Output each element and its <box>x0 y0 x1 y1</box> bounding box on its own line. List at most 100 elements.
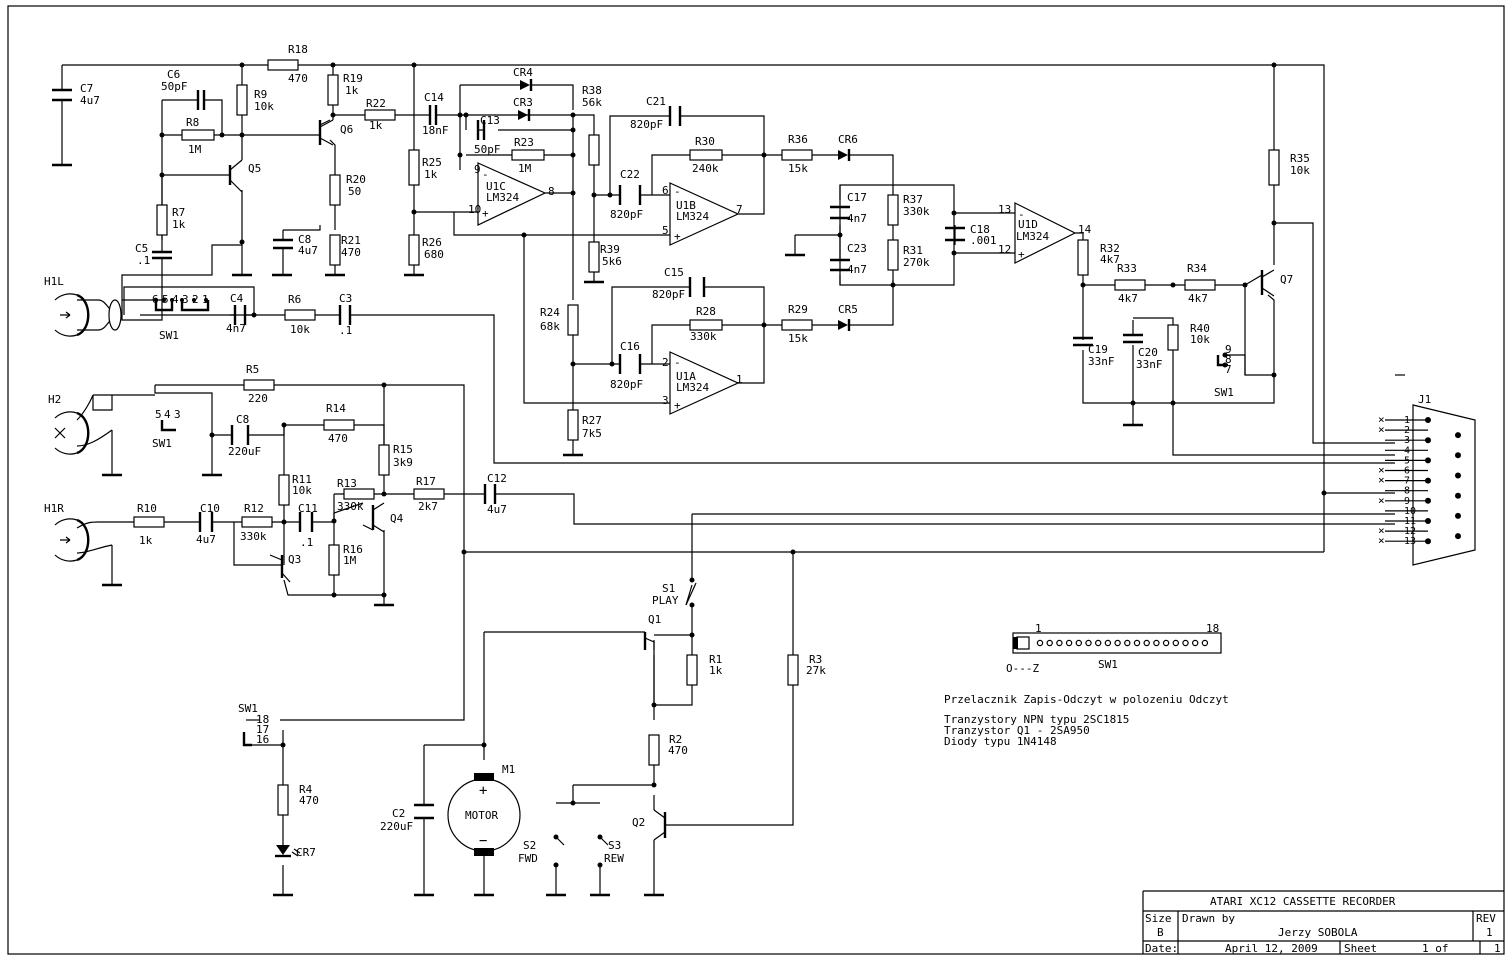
label-u1b: U1B <box>676 199 696 212</box>
ref-c23: C23 <box>847 242 867 255</box>
sw1-drawing-pin <box>1172 639 1180 647</box>
pin-pin_3: 3 <box>662 394 669 407</box>
value-r12: 330k <box>240 530 267 543</box>
pin-pin_13: 13 <box>998 203 1011 216</box>
value-c17: 4n7 <box>847 212 867 225</box>
nc-mark: × <box>1378 494 1385 507</box>
capacitor-c12 <box>483 484 497 504</box>
ref-r15: R15 <box>393 443 413 456</box>
ref-r12: R12 <box>244 502 264 515</box>
label-rew: REW <box>604 852 624 865</box>
ref-r35: R35 <box>1290 152 1310 165</box>
pin-pin_8: 8 <box>548 185 555 198</box>
ref-r20: R20 <box>346 173 366 186</box>
sw-pin-top-5: 5 <box>162 293 169 306</box>
value-c23: 4n7 <box>847 263 867 276</box>
value-r15: 3k9 <box>393 456 413 469</box>
resistor-r26 <box>408 234 420 266</box>
ref-r24: R24 <box>540 306 560 319</box>
label-m1: M1 <box>502 763 515 776</box>
value-r10: 1k <box>139 534 153 547</box>
resistor-r18 <box>267 59 299 71</box>
sw1-drawing-pin18: 18 <box>1206 622 1219 635</box>
title-block-title: ATARI XC12 CASSETTE RECORDER <box>1210 895 1396 908</box>
sw-pin-mid-4: 4 <box>164 408 171 421</box>
pin-pin_7: 7 <box>736 203 743 216</box>
sw1-drawing-pin <box>1056 639 1063 647</box>
nc-mark: × <box>1378 534 1385 547</box>
ref-c21: C21 <box>646 95 666 108</box>
sw1-drawing-pin1: 1 <box>1035 622 1042 635</box>
value-r25: 1k <box>424 168 438 181</box>
wires <box>54 64 1405 895</box>
resistor-r27 <box>567 409 579 441</box>
resistor-r6 <box>284 309 316 321</box>
title-block-sheet-total: 1 <box>1494 942 1501 955</box>
resistor-r25 <box>408 149 420 186</box>
sw1-drawing-pin <box>1104 639 1112 647</box>
capacitor-c19 <box>1073 336 1093 347</box>
svg-text:-: - <box>674 185 681 198</box>
sw1-drawing-pin <box>1046 639 1053 647</box>
sw-pin-top-3: 3 <box>182 293 189 306</box>
resistors <box>133 59 1280 816</box>
pin-pin_14: 14 <box>1078 223 1092 236</box>
resistor-r29 <box>781 319 813 331</box>
label-fwd: FWD <box>518 852 538 865</box>
sw1-drawing-label: SW1 <box>1098 658 1118 671</box>
label-j1: J1 <box>1418 393 1431 406</box>
value-r34: 4k7 <box>1188 292 1208 305</box>
transistors <box>228 119 1275 841</box>
label-q2: Q2 <box>632 816 645 829</box>
value-r33: 4k7 <box>1118 292 1138 305</box>
label-s1: S1 <box>662 582 675 595</box>
capacitor-c11 <box>298 512 314 532</box>
nc-mark: × <box>1378 464 1385 477</box>
ref-c13: C13 <box>480 114 500 127</box>
ref-c7: C7 <box>80 82 93 95</box>
label-lm324-u1d: LM324 <box>1016 230 1049 243</box>
note-0: Przelacznik Zapis-Odczyt w polozeniu Odc… <box>944 693 1229 706</box>
ref-c8b: C8 <box>236 413 249 426</box>
ref-r23: R23 <box>514 136 534 149</box>
label-play: PLAY <box>652 594 679 607</box>
resistor-r1 <box>686 654 698 686</box>
ref-r10: R10 <box>137 502 157 515</box>
value-r28: 330k <box>690 330 717 343</box>
capacitor-c20 <box>1123 333 1143 344</box>
value-c12: 4u7 <box>487 503 507 516</box>
resistor-r23 <box>511 149 545 161</box>
ref-r4: R4 <box>299 783 313 796</box>
pin-pin_1: 1 <box>736 373 743 386</box>
label-q7: Q7 <box>1280 273 1293 286</box>
ref-r31: R31 <box>903 244 923 257</box>
opamp-u1a <box>669 351 740 415</box>
capacitor-c14 <box>428 105 438 125</box>
value-r5: 220 <box>248 392 268 405</box>
value-r7: 1k <box>172 218 186 231</box>
connector-j1 <box>1412 404 1476 566</box>
resistor-r20 <box>329 174 341 206</box>
capacitor-c17 <box>830 205 850 220</box>
sw-pin-right-7: 7 <box>1225 363 1232 376</box>
j1-pin-dot <box>1455 452 1461 459</box>
value-r36: 15k <box>788 162 808 175</box>
ref-r11: R11 <box>292 473 312 486</box>
resistor-r19 <box>327 74 339 106</box>
sw1-drawing-pin <box>1085 639 1092 647</box>
ref-c4: C4 <box>230 292 244 305</box>
ref-r13: R13 <box>337 477 357 490</box>
value-r23: 1M <box>518 162 532 175</box>
ref-r30: R30 <box>695 135 715 148</box>
capacitor-c21 <box>668 106 682 126</box>
sw1-drawing-pin <box>1065 639 1073 647</box>
title-block-rev: 1 <box>1486 926 1493 939</box>
resistor-r8 <box>181 129 215 141</box>
title-block-date-label: Date: <box>1145 942 1178 955</box>
capacitor-c3 <box>338 305 352 325</box>
ref-r6: R6 <box>288 293 301 306</box>
svg-text:−: − <box>479 833 487 849</box>
resistor-r17 <box>413 488 445 500</box>
pin-pin_12: 12 <box>998 243 1011 256</box>
